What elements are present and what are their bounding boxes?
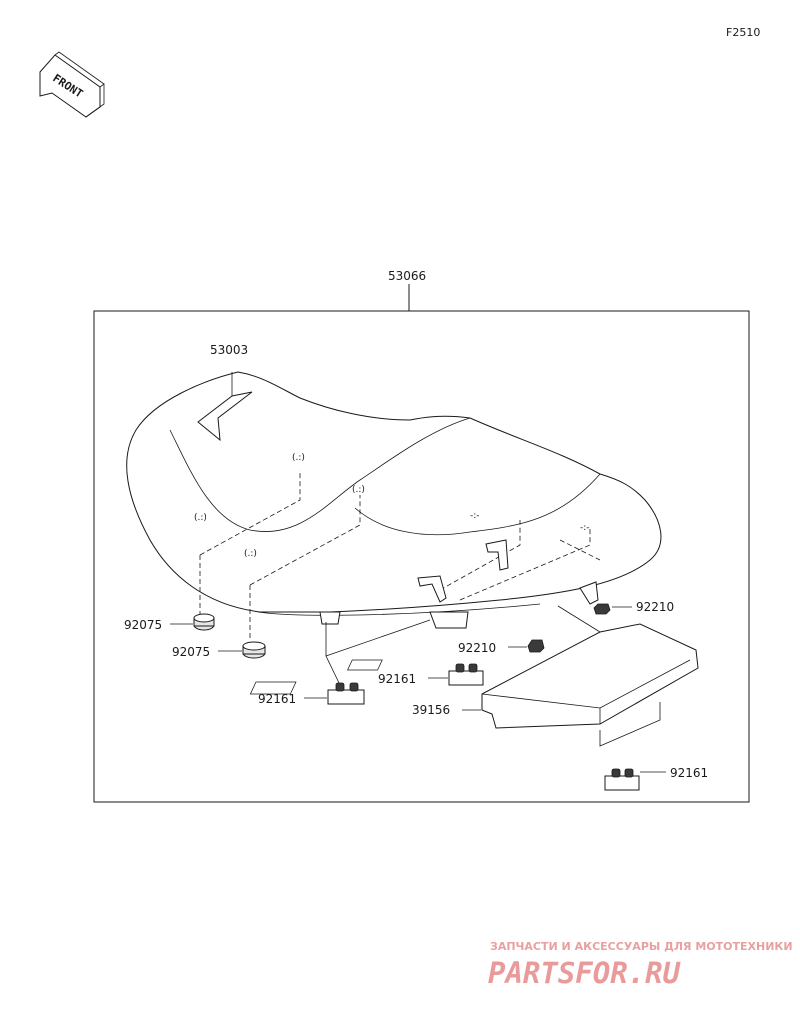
front-arrow-icon: FRONT xyxy=(39,51,105,118)
svg-text:(.:): (.:) xyxy=(352,485,365,495)
bolt-right: 92210 xyxy=(593,600,674,615)
damper-left: 92075 xyxy=(124,613,215,632)
svg-text:-:-: -:- xyxy=(580,523,590,533)
label-92075-right: 92075 xyxy=(172,645,210,659)
label-92210-right: 92210 xyxy=(636,600,674,614)
damper-right: 92075 xyxy=(172,641,266,659)
tray-39156: 39156 xyxy=(249,605,699,747)
bolt-center: 92210 xyxy=(458,639,545,655)
svg-text:(.:): (.:) xyxy=(292,453,305,463)
assembly-frame xyxy=(93,310,750,803)
rubber-right: 92161 xyxy=(604,766,708,791)
label-92161-left: 92161 xyxy=(258,692,296,706)
watermark-logo: PARTSFOR.RU xyxy=(488,956,682,990)
rubber-center: 92161 xyxy=(378,663,484,686)
label-53003: 53003 xyxy=(210,343,248,357)
svg-text:-:-: -:- xyxy=(470,511,480,521)
watermark: ЗАПЧАСТИ И АКСЕССУАРЫ ДЛЯ МОТОТЕХНИКИ PA… xyxy=(488,940,793,990)
label-53066: 53066 xyxy=(388,269,426,283)
label-92075-left: 92075 xyxy=(124,618,162,632)
seat-illustration: 53003 (.:) (.:) (.:) (.:) -:- -:- xyxy=(126,343,662,640)
rubber-left: 92161 xyxy=(258,619,431,706)
watermark-tagline: ЗАПЧАСТИ И АКСЕССУАРЫ ДЛЯ МОТОТЕХНИКИ xyxy=(490,940,793,953)
label-39156: 39156 xyxy=(412,703,450,717)
svg-text:(.:): (.:) xyxy=(244,549,257,559)
label-92210-center: 92210 xyxy=(458,641,496,655)
label-92161-right: 92161 xyxy=(670,766,708,780)
svg-text:(.:): (.:) xyxy=(194,513,207,523)
label-92161-center: 92161 xyxy=(378,672,416,686)
figure-id: F2510 xyxy=(726,26,760,39)
